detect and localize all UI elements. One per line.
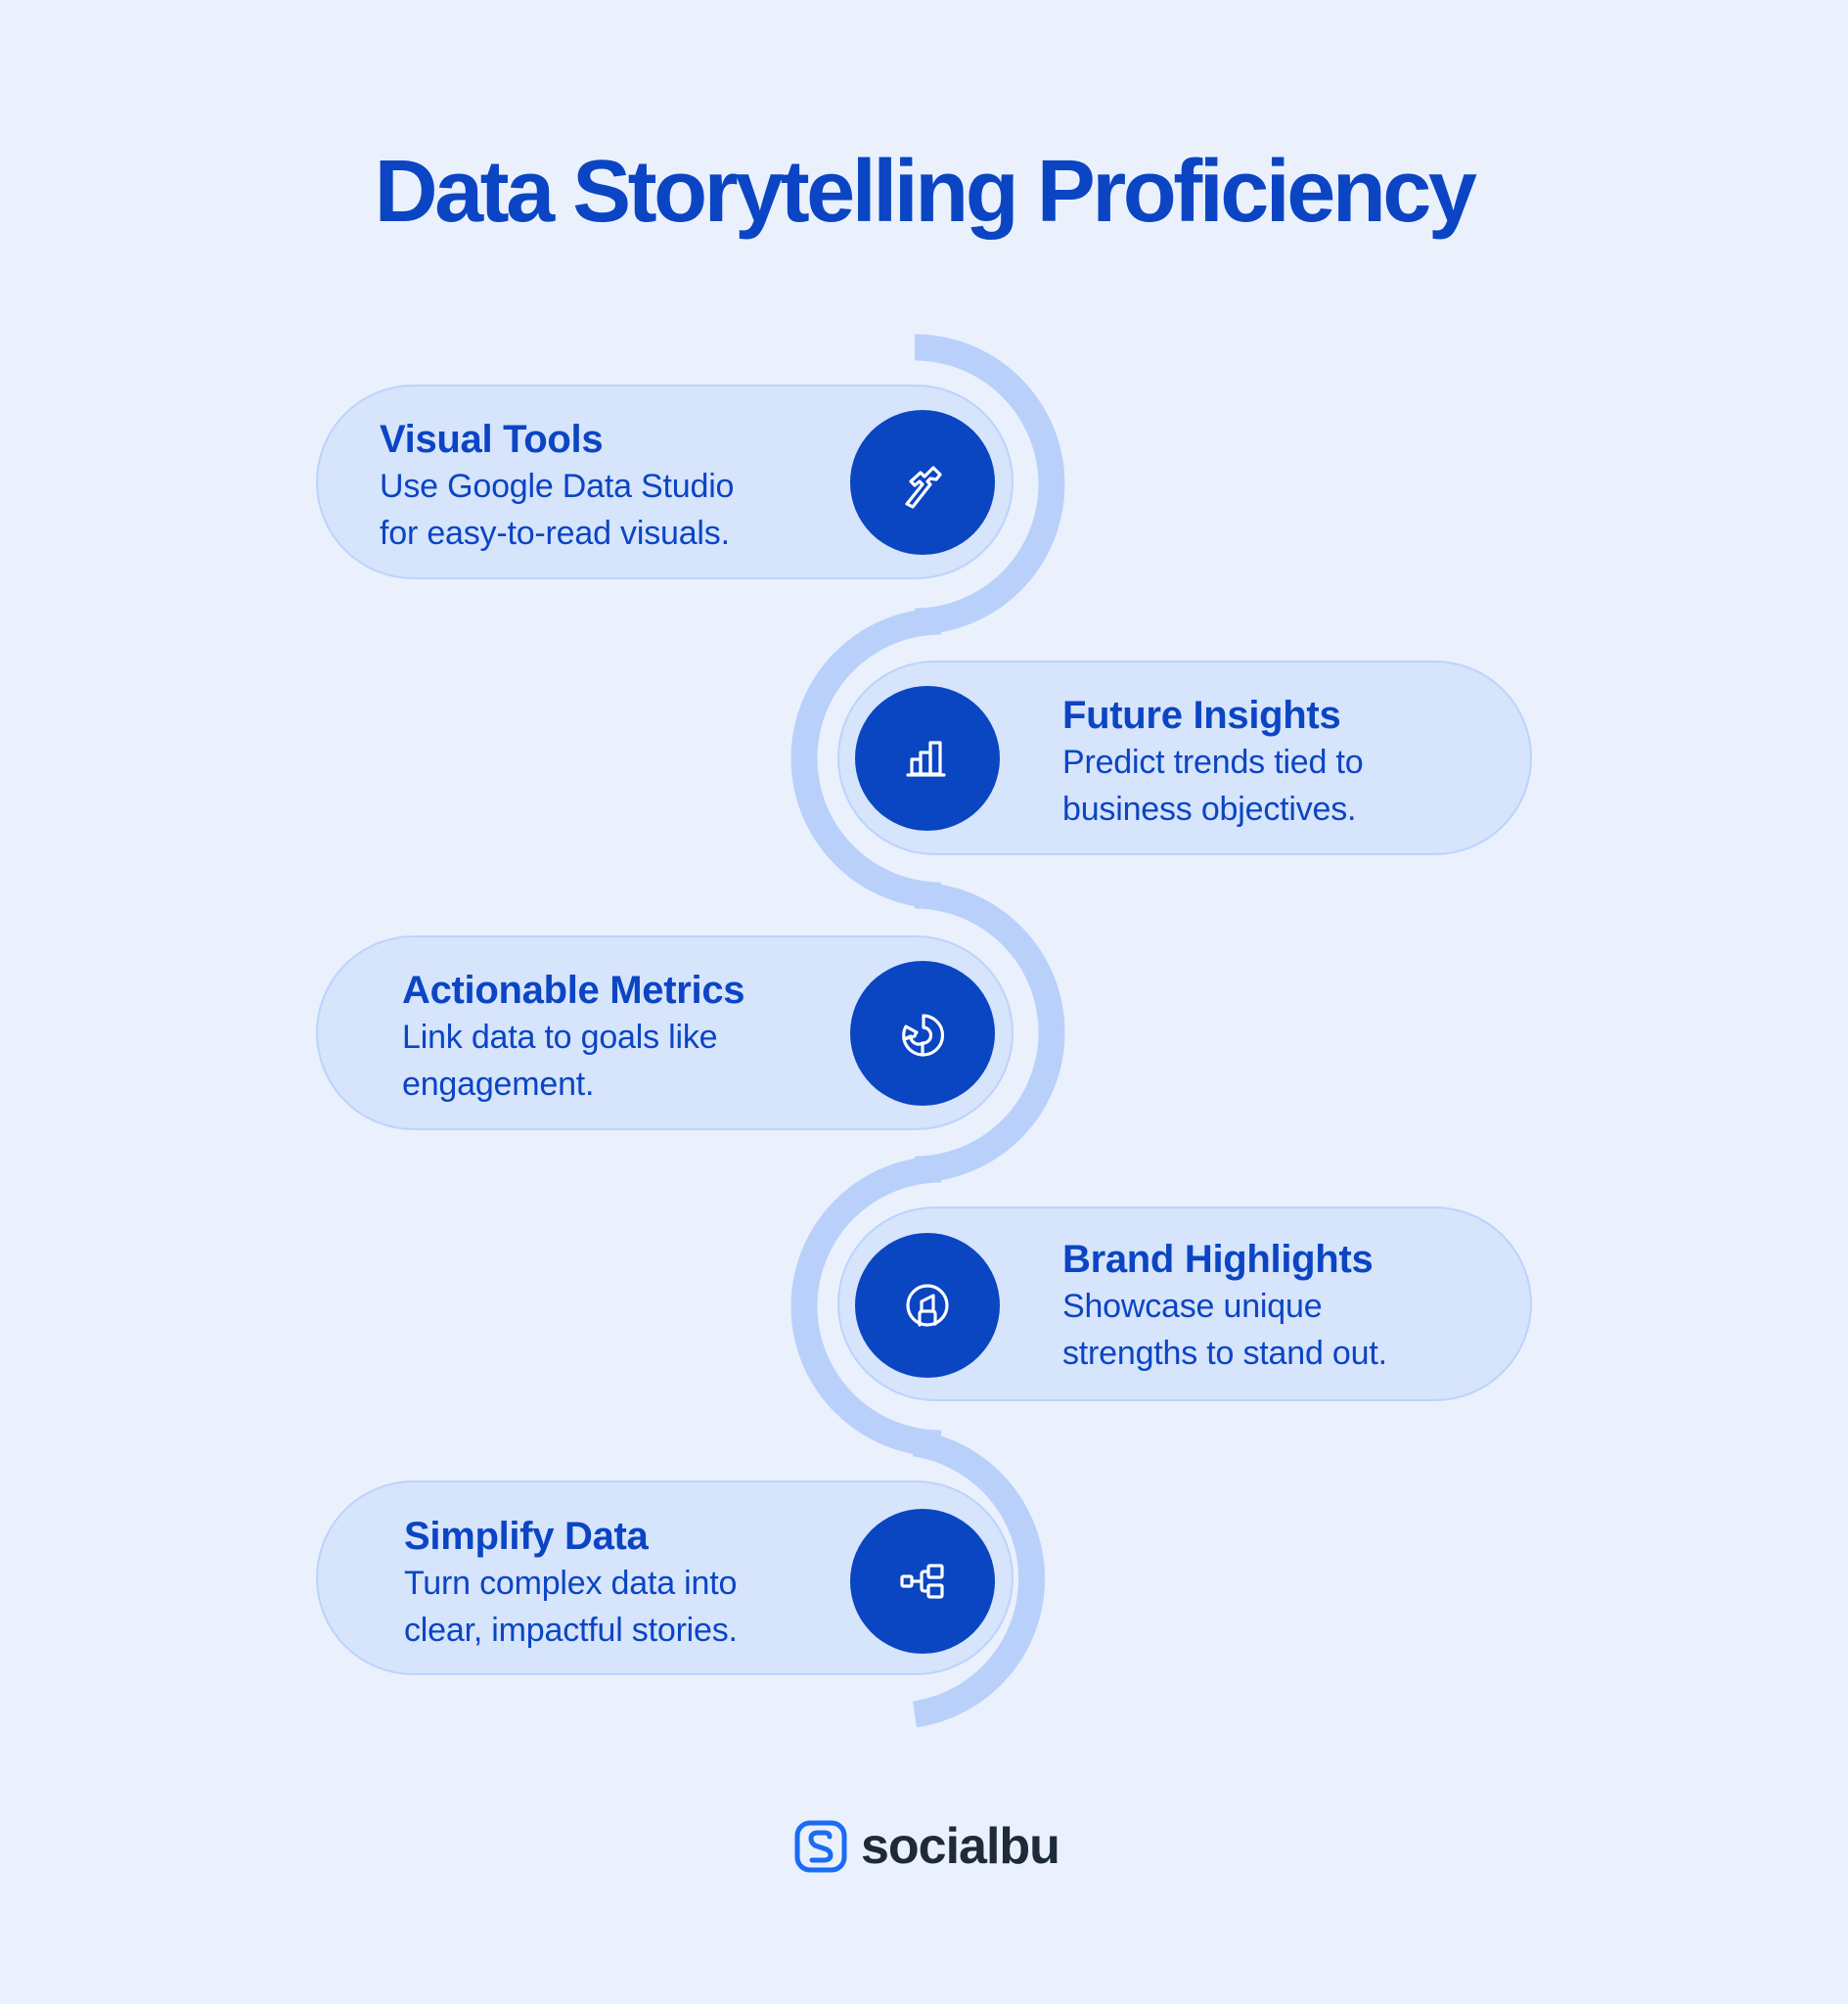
step-description: Link data to goals like engagement. [402, 1019, 718, 1103]
step-title: Actionable Metrics [402, 969, 745, 1012]
hierarchy-icon [900, 1564, 944, 1599]
step-title: Visual Tools [380, 418, 604, 461]
step-text-visual-tools: Visual Tools Use Google Data Studio for … [380, 416, 734, 557]
step-text-actionable-metrics: Actionable Metrics Link data to goals li… [402, 967, 745, 1108]
step-description: Turn complex data into clear, impactful … [404, 1565, 738, 1649]
pipe-wrench-icon [905, 466, 942, 509]
highlighter-icon [906, 1284, 949, 1327]
page-title: Data Storytelling Proficiency [374, 143, 1477, 241]
step-description: Predict trends tied to business objectiv… [1062, 744, 1364, 828]
brand-footer: socialbu [794, 1818, 1060, 1875]
step-text-future-insights: Future Insights Predict trends tied to b… [1062, 692, 1364, 833]
step-title: Future Insights [1062, 694, 1341, 737]
step-text-brand-highlights: Brand Highlights Showcase unique strengt… [1062, 1236, 1387, 1377]
donut-chart-icon [902, 1014, 945, 1057]
step-description: Showcase unique strengths to stand out. [1062, 1288, 1387, 1372]
step-icon-badge [855, 686, 1000, 831]
step-title: Simplify Data [404, 1515, 649, 1558]
step-icon-badge [855, 1233, 1000, 1378]
step-icon-badge [850, 410, 995, 555]
bar-chart-icon [906, 741, 946, 777]
socialbu-logo-icon [794, 1820, 847, 1873]
step-description: Use Google Data Studio for easy-to-read … [380, 468, 735, 552]
step-title: Brand Highlights [1062, 1238, 1374, 1281]
step-text-simplify-data: Simplify Data Turn complex data into cle… [404, 1513, 738, 1654]
step-icon-badge [850, 961, 995, 1106]
brand-name: socialbu [861, 1818, 1060, 1875]
step-icon-badge [850, 1509, 995, 1654]
